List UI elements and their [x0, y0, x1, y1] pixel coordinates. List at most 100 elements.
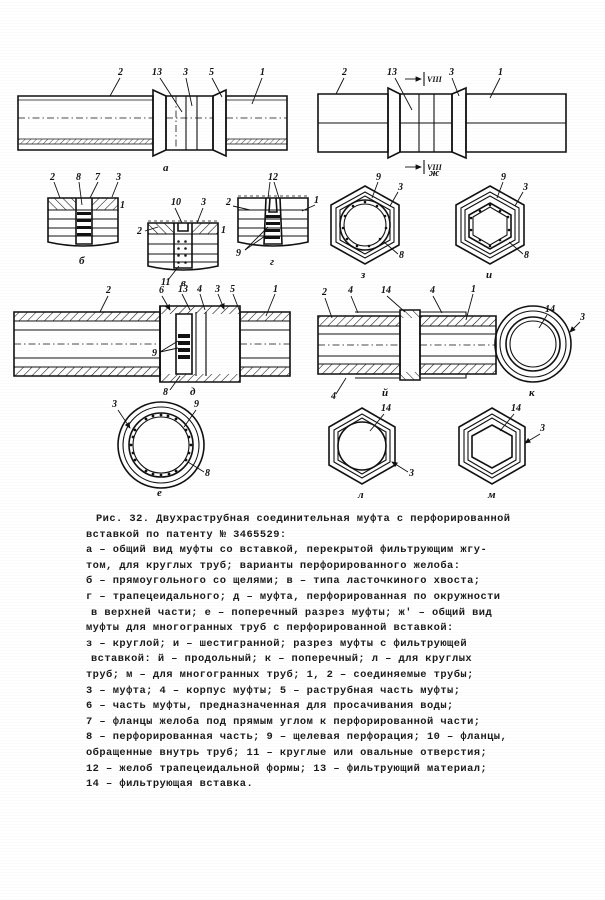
figure-letter-e: е	[157, 487, 162, 499]
figure-j: 2 4 14 4 1 4 й	[317, 284, 497, 402]
figure-b: 2 8 7 3 1 б	[47, 172, 125, 267]
figure-v: 10 3 2 1 11 в	[136, 197, 226, 289]
callout-7: 7	[95, 172, 101, 183]
callout-6: 6	[159, 285, 164, 296]
callout-2: 2	[321, 287, 327, 298]
caption-line-16: обращенные внутрь труб; 11 – круглые или…	[86, 746, 488, 759]
callout-5: 5	[230, 284, 235, 295]
figure-letter-zh: ж	[429, 167, 440, 179]
figure-letter-d: д	[190, 386, 196, 398]
figure-d: 2 6 13 4 3 5 1 9 8 д	[13, 284, 291, 398]
callout-2: 2	[225, 197, 231, 208]
callout-1: 1	[498, 67, 503, 78]
callout-9: 9	[152, 348, 157, 359]
figure-k: 14 3 к	[494, 304, 585, 399]
callout-14: 14	[511, 403, 521, 414]
caption-line-17: 12 – желоб трапецеидальной формы; 13 – ф…	[86, 762, 488, 775]
callout-3: 3	[200, 197, 206, 208]
caption-line-9: з – круглой; и – шестигранной; разрез му…	[86, 637, 468, 650]
callout-13: 13	[178, 284, 188, 295]
section-mark-top: VIII	[427, 75, 443, 84]
callout-12: 12	[268, 172, 278, 183]
figure-letter-l: л	[357, 489, 364, 501]
figure-g: 12 2 1 9 г	[225, 172, 319, 268]
callout-14: 14	[381, 403, 391, 414]
callout-8: 8	[163, 387, 168, 398]
caption-line-18: 14 – фильтрующая вставка.	[86, 778, 254, 791]
caption-line-11: труб; м – для многогранных труб; 1, 2 – …	[86, 668, 474, 681]
callout-3: 3	[408, 468, 414, 479]
callout-1: 1	[260, 67, 265, 78]
figure-letter-z: з	[360, 269, 366, 281]
callout-13: 13	[152, 67, 162, 78]
caption-line-2: вставкой по патенту № 3465529:	[86, 528, 287, 541]
figure-letter-k: к	[529, 387, 535, 399]
caption-line-8: муфты для многогранных труб с перфориров…	[86, 622, 454, 635]
callout-3: 3	[182, 67, 188, 78]
caption-line-6: г – трапецеидального; д – муфта, перфори…	[86, 590, 501, 603]
callout-1: 1	[221, 225, 226, 236]
figure-svg: .ln{stroke:#111;fill:none;stroke-width:1…	[13, 67, 585, 501]
figure-letter-b: б	[79, 255, 85, 267]
figure-m: 14 3 м	[458, 403, 545, 501]
caption-line-3: а – общий вид муфты со вставкой, перекры…	[86, 544, 488, 557]
figure-l: 14 3 л	[328, 403, 414, 501]
callout-1: 1	[314, 195, 319, 206]
callout-4: 4	[196, 284, 202, 295]
caption-line-5: б – прямоугольного со щелями; в – типа л…	[86, 575, 481, 588]
callout-8: 8	[76, 172, 81, 183]
callout-10: 10	[171, 197, 181, 208]
callout-9: 9	[376, 172, 381, 183]
callout-1: 1	[273, 284, 278, 295]
callout-14: 14	[381, 285, 391, 296]
callout-8: 8	[524, 250, 529, 261]
figure-zh: VIII VIII 2 13 3 1 ж	[317, 67, 567, 179]
callout-5: 5	[209, 67, 214, 78]
callout-9: 9	[236, 248, 241, 259]
callout-4: 4	[347, 285, 353, 296]
callout-3: 3	[111, 399, 117, 410]
callout-2: 2	[105, 285, 111, 296]
figure-a: 2 13 3 5 1 а	[17, 67, 288, 174]
callout-3: 3	[397, 182, 403, 193]
callout-9: 9	[194, 399, 199, 410]
figure-letter-j: й	[382, 387, 388, 399]
figure-i: 9 3 8 и	[455, 172, 529, 281]
callout-8: 8	[399, 250, 404, 261]
callout-3: 3	[522, 182, 528, 193]
callout-4: 4	[330, 391, 336, 402]
callout-3: 3	[539, 423, 545, 434]
section-mark-bottom: VIII	[427, 163, 443, 172]
callout-3: 3	[115, 172, 121, 183]
figure-letter-m: м	[487, 489, 496, 501]
caption-line-15: 8 – перфорированная часть; 9 – щелевая п…	[86, 731, 508, 744]
caption-line-10: вставкой: й – продольный; к – поперечный…	[91, 653, 473, 666]
callout-2: 2	[49, 172, 55, 183]
figure-32-illustration: .ln{stroke:#111;fill:none;stroke-width:1…	[13, 67, 585, 501]
figure-letter-g: г	[270, 256, 274, 268]
callout-2: 2	[341, 67, 347, 78]
callout-2: 2	[117, 67, 123, 78]
caption-line-1: Рис. 32. Двухраструбная соединительная м…	[96, 513, 511, 525]
callout-4: 4	[429, 285, 435, 296]
callout-1: 1	[471, 284, 476, 295]
callout-8: 8	[205, 468, 210, 479]
callout-1: 1	[120, 200, 125, 211]
caption-line-13: 6 – часть муфты, предназначенная для про…	[86, 700, 454, 713]
callout-11: 11	[161, 277, 170, 288]
figure-letter-a: а	[163, 162, 169, 174]
callout-9: 9	[501, 172, 506, 183]
callout-3: 3	[448, 67, 454, 78]
figure-caption: Рис. 32. Двухраструбная соединительная м…	[86, 512, 538, 793]
figure-z: 9 3 8 з	[330, 172, 404, 281]
caption-line-4: том, для круглых труб; варианты перфорир…	[86, 559, 461, 572]
figure-e: 3 9 8 е	[111, 399, 210, 499]
caption-line-14: 7 – фланцы желоба под прямым углом к пер…	[86, 715, 481, 728]
callout-14: 14	[545, 304, 555, 315]
figure-letter-v: в	[181, 277, 186, 289]
callout-2: 2	[136, 226, 142, 237]
callout-13: 13	[387, 67, 397, 78]
caption-line-12: 3 – муфта; 4 – корпус муфты; 5 – раструб…	[86, 684, 461, 697]
caption-line-7: в верхней части; е – поперечный разрез м…	[91, 606, 493, 619]
